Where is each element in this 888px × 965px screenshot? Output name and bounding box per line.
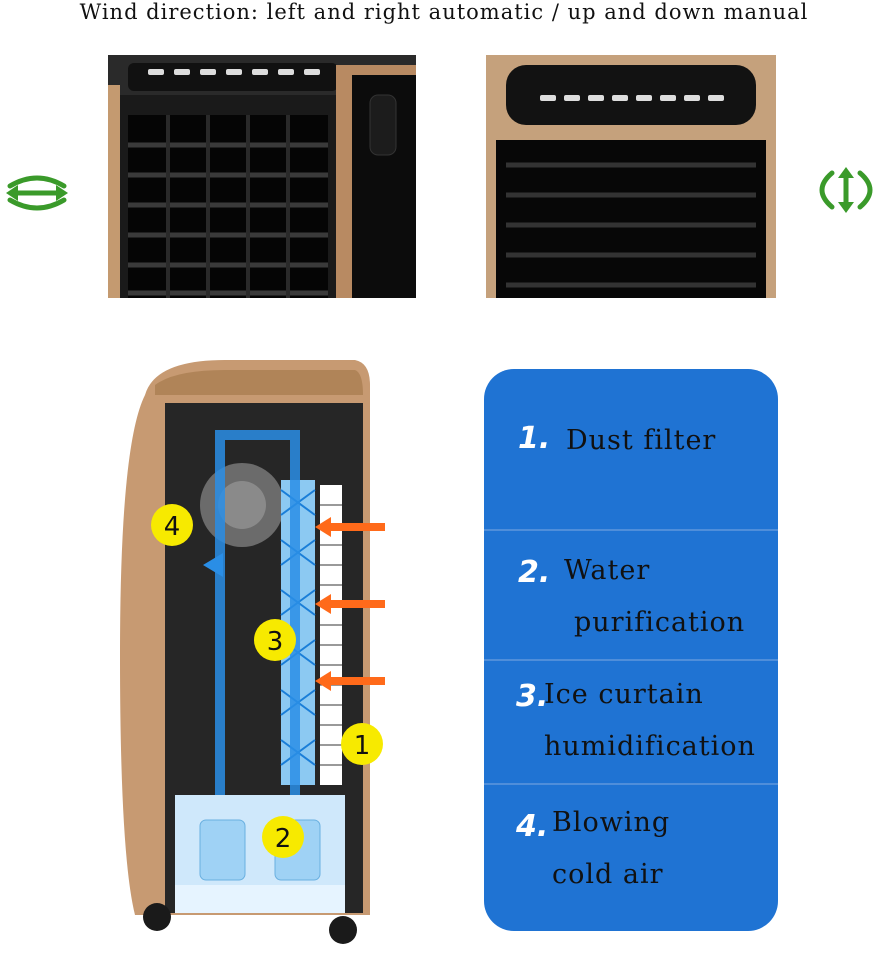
feature-item-2: 2. Water purification bbox=[484, 531, 778, 659]
feature-item-1: 1. Dust filter bbox=[484, 369, 778, 529]
feature-line: Water bbox=[564, 555, 651, 586]
marker-2: 2 bbox=[275, 824, 292, 854]
feature-line: Blowing bbox=[552, 807, 671, 838]
feature-item-4: 4. Blowing cold air bbox=[484, 785, 778, 931]
feature-item-3: 3. Ice curtain humidification bbox=[484, 661, 778, 783]
divider bbox=[484, 529, 778, 531]
cooler-cutaway-diagram: 4 3 1 2 bbox=[115, 355, 415, 955]
feature-line: Ice curtain bbox=[544, 679, 704, 710]
feature-number: 3. bbox=[516, 679, 549, 714]
feature-number: 4. bbox=[516, 809, 549, 844]
feature-number: 2. bbox=[518, 555, 551, 590]
product-photo-front bbox=[486, 55, 776, 298]
divider bbox=[484, 783, 778, 785]
marker-3: 3 bbox=[267, 627, 284, 657]
product-photo-side bbox=[108, 55, 416, 298]
marker-1: 1 bbox=[354, 731, 371, 761]
feature-number: 1. bbox=[518, 421, 551, 456]
caption: Wind direction: left and right automatic… bbox=[79, 0, 809, 24]
feature-line: Dust filter bbox=[566, 425, 717, 456]
feature-line: purification bbox=[574, 607, 746, 638]
marker-4: 4 bbox=[164, 512, 181, 542]
left-right-arrows-icon bbox=[2, 168, 72, 218]
feature-line: humidification bbox=[544, 731, 756, 762]
feature-panel: 1. Dust filter 2. Water purification 3. … bbox=[484, 369, 778, 931]
up-down-arrows-icon bbox=[806, 165, 886, 215]
divider bbox=[484, 659, 778, 661]
feature-line: cold air bbox=[552, 859, 664, 890]
